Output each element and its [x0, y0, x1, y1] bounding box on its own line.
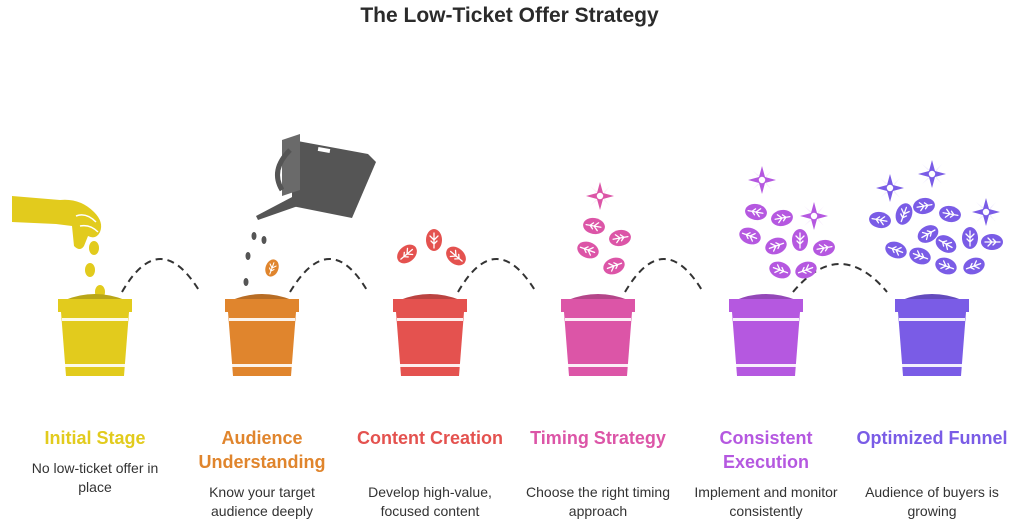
plant-pot-icon: [225, 294, 299, 376]
diagram-title: The Low-Ticket Offer Strategy: [360, 4, 659, 27]
connector-1: [121, 258, 201, 293]
stage-title: Timing Strategy: [530, 428, 666, 448]
stage-description: Audience of buyers is growing: [865, 484, 999, 519]
stage-title: Optimized Funnel: [856, 428, 1008, 448]
stage-title: Consistent Execution: [719, 428, 813, 472]
connector-3: [457, 258, 537, 293]
stage-title: Content Creation: [357, 428, 503, 448]
plant-pot-icon: [58, 294, 132, 376]
connector-2: [289, 258, 369, 293]
stage-description: No low-ticket offer in place: [31, 460, 159, 495]
leaf-cluster-stage-4: [574, 182, 633, 278]
stage-description: Implement and monitor consistently: [694, 484, 838, 519]
connector-5: [792, 263, 888, 293]
plant-pot-icon: [393, 294, 467, 376]
plant-pot-icon: [895, 294, 969, 376]
leaf-cluster-stage-3: [392, 228, 471, 270]
leaf-cluster-stage-5: [736, 166, 837, 282]
stage-description: Know your target audience deeply: [209, 484, 315, 519]
plant-pot-icon: [561, 294, 635, 376]
hand-dropping-seeds-icon: [12, 196, 105, 299]
stage-title: Audience Understanding: [198, 428, 326, 472]
stage-title: Initial Stage: [44, 428, 146, 448]
pots: [58, 294, 969, 376]
stage-description: Choose the right timing approach: [526, 484, 670, 519]
leaf-icon: [262, 257, 282, 279]
stage-description: Develop high-value, focused content: [368, 484, 492, 519]
leaf-cluster-stage-6: [867, 160, 1004, 278]
connectors: [121, 258, 888, 293]
plant-pot-icon: [729, 294, 803, 376]
connector-4: [624, 258, 704, 293]
watering-can-icon: [243, 134, 376, 286]
